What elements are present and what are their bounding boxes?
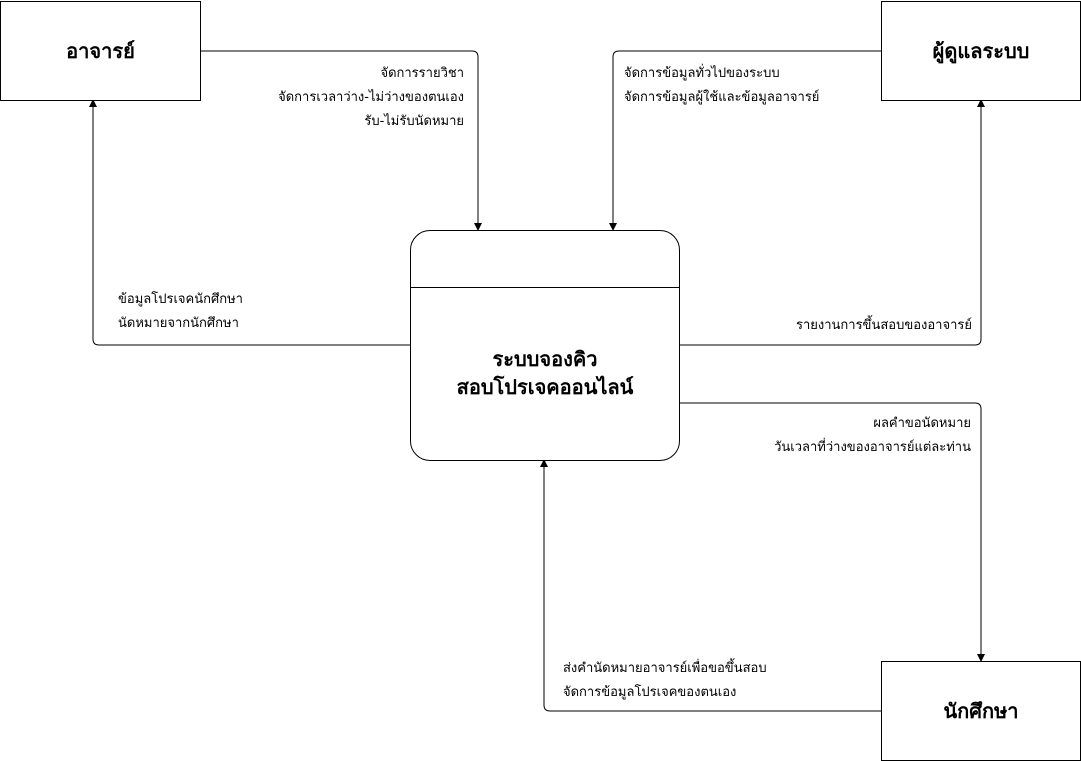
label-system-to-teacher: ข้อมูลโปรเจคนักศึกษา นัดหมายจากนักศึกษา bbox=[118, 288, 243, 336]
label-admin-to-system: จัดการข้อมูลทั่วไปของระบบ จัดการข้อมูลผู… bbox=[624, 62, 819, 110]
label-line: รายงานการขึ้นสอบของอาจารย์ bbox=[795, 318, 972, 333]
label-line: นัดหมายจากนักศึกษา bbox=[118, 316, 239, 331]
flow-system-to-admin bbox=[679, 99, 985, 346]
label-system-to-student: ผลคำขอนัดหมาย วันเวลาที่ว่างของอาจารย์แต… bbox=[774, 412, 971, 460]
entity-student[interactable]: นักศึกษา bbox=[881, 661, 1081, 761]
label-line: ข้อมูลโปรเจคนักศึกษา bbox=[118, 292, 243, 307]
entity-teacher[interactable]: อาจารย์ bbox=[0, 1, 201, 101]
flow-system-to-teacher bbox=[89, 99, 410, 346]
process-title-line2: สอบโปรเจคออนไลน์ bbox=[456, 375, 634, 399]
label-line: จัดการรายวิชา bbox=[380, 66, 464, 81]
flow-teacher-to-system bbox=[201, 50, 482, 231]
flow-student-to-system bbox=[540, 459, 881, 712]
label-line: วันเวลาที่ว่างของอาจารย์แต่ละท่าน bbox=[774, 440, 971, 455]
entity-admin-label: ผู้ดูแลระบบ bbox=[932, 39, 1030, 63]
label-line: จัดการข้อมูลทั่วไปของระบบ bbox=[624, 66, 780, 81]
process-title-line1: ระบบจองคิว bbox=[492, 347, 598, 371]
label-line: รับ-ไม่รับนัดหมาย bbox=[364, 114, 464, 129]
label-line: จัดการเวลาว่าง-ไม่ว่างของตนเอง bbox=[278, 90, 464, 105]
label-line: ผลคำขอนัดหมาย bbox=[873, 416, 971, 431]
label-line: จัดการข้อมูลโปรเจคของตนเอง bbox=[563, 685, 737, 700]
process-divider bbox=[411, 287, 679, 288]
entity-admin[interactable]: ผู้ดูแลระบบ bbox=[881, 1, 1081, 101]
process-queue-system[interactable]: ระบบจองคิว สอบโปรเจคออนไลน์ bbox=[410, 230, 680, 461]
label-system-to-admin: รายงานการขึ้นสอบของอาจารย์ bbox=[796, 314, 972, 338]
process-title: ระบบจองคิว สอบโปรเจคออนไลน์ bbox=[411, 345, 679, 401]
flow-admin-to-system bbox=[609, 50, 881, 231]
label-student-to-system: ส่งคำนัดหมายอาจารย์เพื่อขอขึ้นสอบ จัดการ… bbox=[563, 657, 767, 705]
label-line: จัดการข้อมูลผู้ใช้และข้อมูลอาจารย์ bbox=[624, 90, 820, 105]
flow-system-to-student bbox=[679, 402, 985, 662]
label-teacher-to-system: จัดการรายวิชา จัดการเวลาว่าง-ไม่ว่างของต… bbox=[278, 62, 464, 134]
entity-student-label: นักศึกษา bbox=[943, 699, 1019, 723]
label-line: ส่งคำนัดหมายอาจารย์เพื่อขอขึ้นสอบ bbox=[563, 661, 767, 676]
entity-teacher-label: อาจารย์ bbox=[66, 39, 135, 63]
